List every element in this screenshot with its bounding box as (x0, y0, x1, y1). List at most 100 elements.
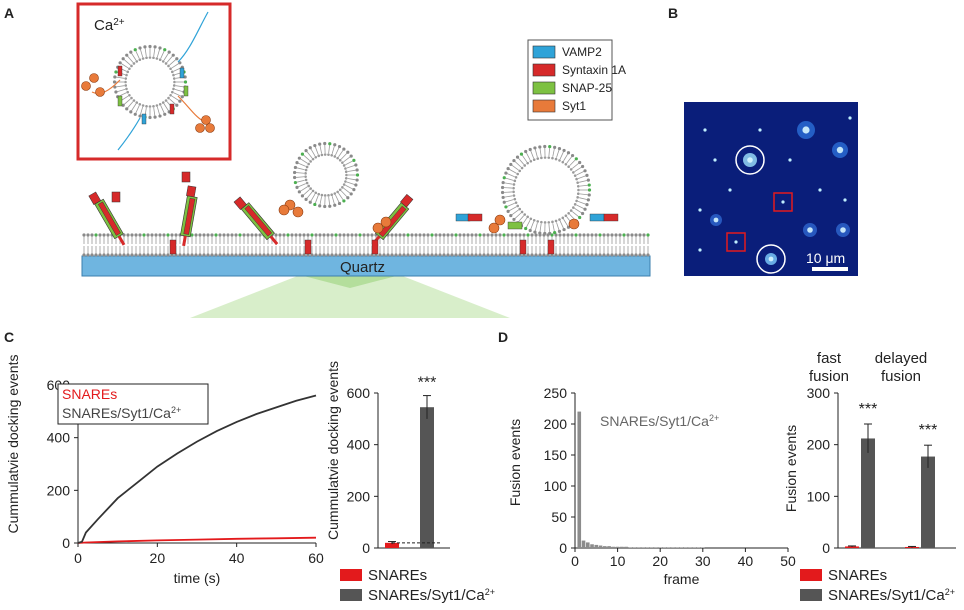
x-tick-label: 0 (74, 550, 82, 566)
hist-bar (628, 547, 633, 548)
docked-vesicle-box (773, 192, 793, 212)
hist-bar (632, 547, 637, 548)
legend-label-snares-syt1: SNAREs/Syt1/Ca2+ (368, 587, 495, 604)
legend-swatch-snares-syt1 (800, 589, 822, 601)
y-tick-label: 400 (47, 430, 71, 446)
hist-bar (645, 547, 650, 548)
significance-stars: *** (859, 401, 878, 418)
scale-bar (812, 267, 848, 271)
group-label-delayed-2: fusion (881, 368, 921, 385)
x-tick-label: 0 (571, 553, 579, 569)
group-label-fast: fast (817, 350, 842, 367)
y-axis-label: Cummulatvie docking events (325, 361, 341, 540)
x-tick-label: 10 (610, 553, 626, 569)
legend-label-snares-syt1: SNAREs/Syt1/Ca2+ (828, 587, 955, 604)
bar-1 (420, 407, 434, 548)
legend-swatch-snares-syt1 (340, 589, 362, 601)
hist-bar (637, 547, 641, 548)
legend-label-snares: SNAREs (368, 567, 427, 584)
y-tick-label: 250 (544, 385, 568, 401)
hist-bar (577, 411, 582, 548)
y-tick-label: 0 (62, 535, 70, 551)
legend-swatch-syt1 (532, 99, 556, 113)
series-line-0 (77, 536, 317, 544)
y-tick-label: 50 (551, 509, 567, 525)
y-tick-label: 600 (347, 385, 371, 401)
x-tick-label: 50 (780, 553, 796, 569)
legend-entry-snares: SNAREs (62, 386, 117, 402)
legend-label-syt1: Syt1 (562, 99, 586, 113)
legend-swatch-snares (800, 569, 822, 581)
hist-bar (581, 540, 586, 548)
bar-0 (385, 542, 399, 548)
y-tick-label: 0 (822, 540, 830, 556)
legend-entry-snares-syt1: SNAREs/Syt1/Ca2+ (62, 405, 181, 421)
vesicles (278, 141, 619, 236)
scale-bar-label: 10 μm (806, 250, 845, 266)
hist-bar (649, 547, 654, 548)
fast-fusion-circle (735, 145, 765, 175)
hist-bar (615, 546, 620, 548)
hist-bar (683, 547, 688, 548)
x-tick-label: 40 (738, 553, 754, 569)
hist-bar (603, 546, 607, 548)
hist-bar (700, 547, 705, 548)
x-tick-label: 20 (150, 550, 166, 566)
bar-0-1 (861, 438, 875, 548)
group-label-fast-2: fusion (809, 368, 849, 385)
hist-bar (598, 545, 603, 548)
y-axis-label: Cummulatvie docking events (5, 355, 21, 534)
legend-swatch-snares (340, 569, 362, 581)
hist-bar (620, 546, 624, 548)
inset-box (76, 2, 232, 161)
legend-label-syntaxin: Syntaxin 1A (562, 63, 626, 77)
x-tick-label: 30 (695, 553, 711, 569)
legend-swatch-snap25 (532, 81, 556, 95)
x-tick-label: 40 (229, 550, 245, 566)
snare-complexes (88, 171, 555, 255)
hist-bar (658, 547, 663, 548)
legend-label-vamp2: VAMP2 (562, 45, 602, 59)
x-axis-label: frame (664, 571, 700, 587)
illumination-cone-core (300, 275, 400, 288)
legend-swatch-vamp2 (532, 45, 556, 59)
legend-label-snares: SNAREs (828, 567, 887, 584)
group-label-delayed: delayed (875, 350, 928, 367)
panel-label-d: D (498, 329, 508, 345)
hist-bar (675, 547, 680, 548)
y-tick-label: 200 (347, 488, 371, 504)
y-tick-label: 100 (544, 478, 568, 494)
hist-bar (654, 547, 658, 548)
significance-stars: *** (418, 375, 437, 392)
inset-ca-label: Ca2+ (94, 17, 125, 35)
y-tick-label: 150 (544, 447, 568, 463)
series-line-1 (77, 394, 317, 544)
lipid-bilayer (82, 233, 650, 257)
quartz-label: Quartz (340, 259, 385, 276)
y-axis-label: Fusion events (783, 425, 799, 512)
panel-label-c: C (4, 329, 14, 345)
hist-bar (692, 547, 697, 548)
y-tick-label: 200 (807, 437, 831, 453)
x-tick-label: 20 (652, 553, 668, 569)
x-tick-label: 60 (308, 550, 324, 566)
hist-bar (641, 547, 645, 548)
legend-c: SNAREs SNAREs/Syt1/Ca2+ (340, 567, 495, 604)
microscopy-image: 10 μm (684, 102, 858, 276)
hist-bar (624, 546, 628, 548)
chart-docking-timecourse: 02040600200400600time (s)Cummulatvie doc… (5, 355, 324, 586)
bar-0-0 (845, 546, 859, 548)
legend-d: SNAREs SNAREs/Syt1/Ca2+ (800, 567, 955, 604)
y-tick-label: 200 (544, 416, 568, 432)
y-tick-label: 200 (47, 482, 71, 498)
hist-bar (590, 544, 594, 548)
y-tick-label: 0 (362, 540, 370, 556)
protein-legend: VAMP2 Syntaxin 1A SNAP-25 Syt1 (527, 39, 626, 121)
x-axis-label: time (s) (174, 570, 221, 586)
hist-bar (594, 544, 599, 548)
legend-label-snap25: SNAP-25 (562, 81, 612, 95)
hist-bar (662, 547, 667, 548)
